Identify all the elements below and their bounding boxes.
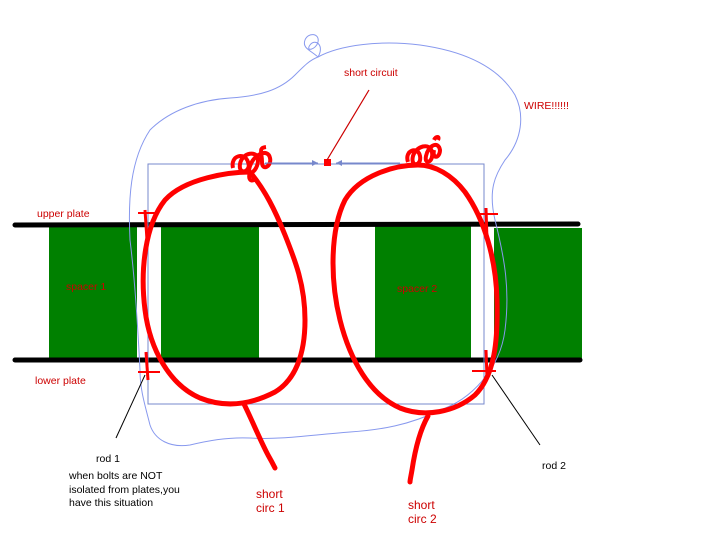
green-block-2 [161,225,259,360]
short-point-marker [324,159,331,166]
short-arrow-right-head [336,160,342,166]
wire-knot [303,34,321,58]
short-circuit-label: short circuit [344,67,398,79]
short-circuit-tail-1 [241,401,278,471]
spacer-1-label: spacer 1 [66,281,106,293]
short-circ-2-label-line-2: circ 2 [408,512,437,526]
green-block-1 [49,225,137,360]
loop-2-scribble [405,135,442,167]
short-arrow-left-head [312,160,318,166]
rod-2-pointer [491,374,541,446]
short-circuit-pointer [326,89,370,161]
rod-1-lower [144,351,150,381]
short-circ-2-label-line-1: short [408,498,435,512]
short-circuit-tail-2 [407,413,431,485]
green-block-4 [494,228,582,360]
rod-1-label: rod 1 [96,453,120,465]
rod-2-label: rod 2 [542,460,566,472]
short-circuit-loop-1 [140,169,308,407]
wire-label: WIRE!!!!!! [524,100,569,112]
upper-plate-label: upper plate [37,208,90,220]
wire [128,42,522,447]
short-circuit-loop-2 [330,162,500,416]
short-circ-1-label-line-1: short [256,487,283,501]
spacer-2-label: spacer 2 [397,283,437,295]
note-line-3: have this situation [69,497,153,509]
loop-1-scribble [230,145,273,183]
short-circ-1-label-line-2: circ 1 [256,501,285,515]
note-line-2: isolated from plates,you [69,484,180,496]
green-block-3 [375,225,471,360]
rod-1-pointer [115,374,146,439]
lower-plate-label: lower plate [35,375,86,387]
upper-plate [12,221,581,228]
note-line-1: when bolts are NOT [68,470,163,482]
